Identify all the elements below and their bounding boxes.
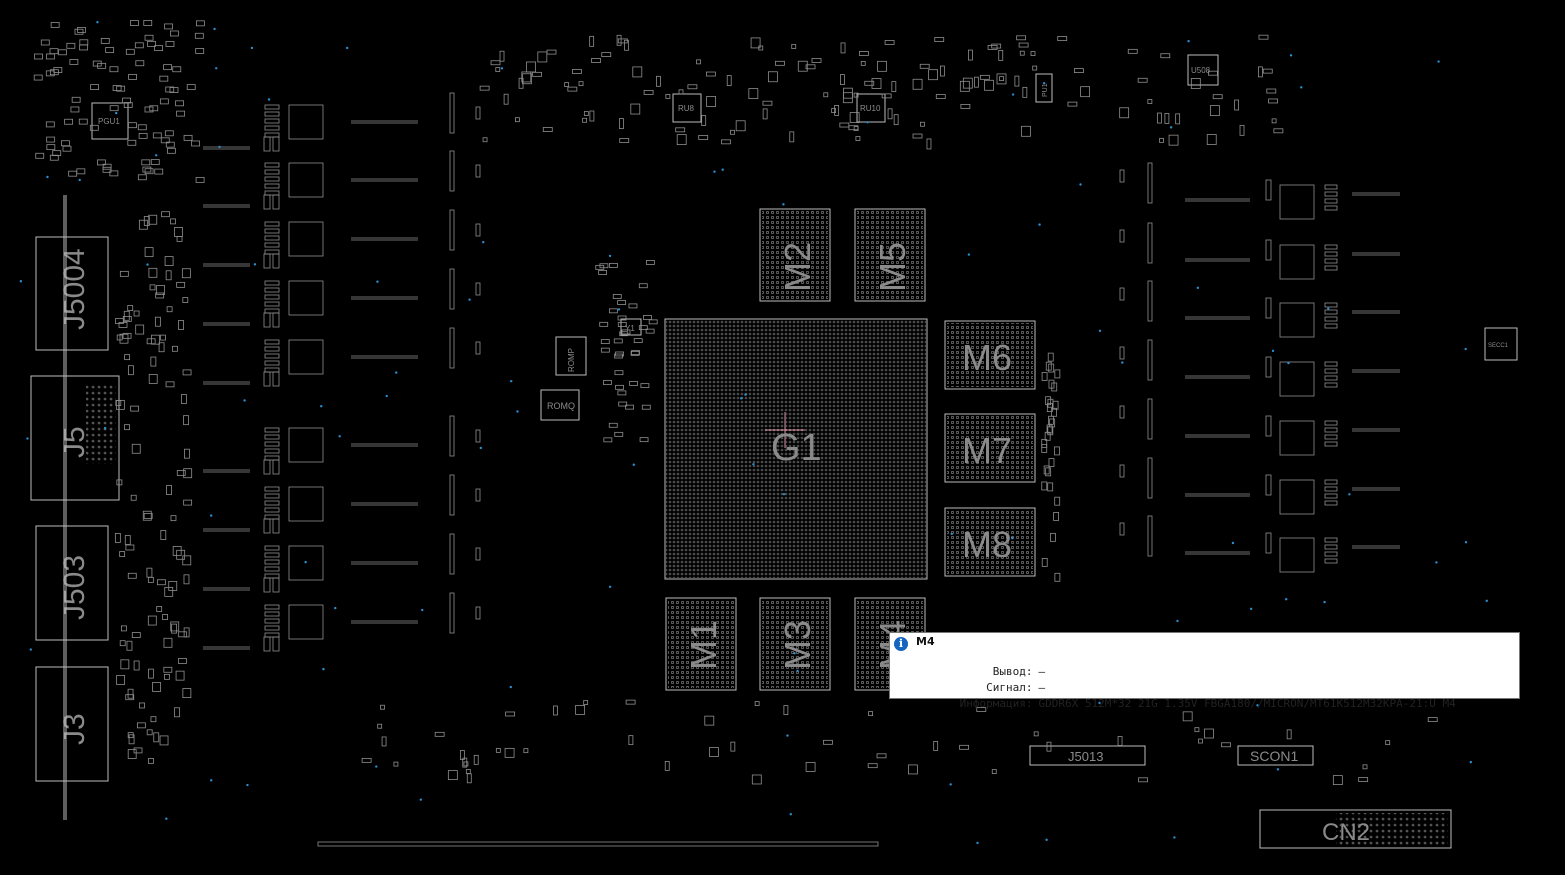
tooltip-value: — xyxy=(1038,665,1046,678)
part-u508[interactable]: U508 xyxy=(1187,54,1219,86)
tooltip-row-info: Информация: GDDR6X 512M*32 21G 1.35V FBGA… xyxy=(890,684,1510,723)
connector-label-j5004: J5004 xyxy=(58,248,91,330)
tooltip-key: Сигнал: xyxy=(986,681,1033,694)
memory-label-m2: M2 xyxy=(777,242,818,292)
connector-j3[interactable]: J3 xyxy=(35,666,109,782)
part-romp[interactable]: ROMP xyxy=(555,336,587,376)
memory-m6[interactable]: M6 xyxy=(944,320,1036,390)
memory-m7[interactable]: M7 xyxy=(944,413,1036,483)
part-label-romq: ROMQ xyxy=(547,401,575,411)
info-icon: i xyxy=(894,637,908,651)
memory-m3[interactable]: M3 xyxy=(759,597,831,691)
part-pu1[interactable]: PU1 xyxy=(1035,73,1053,103)
component-info-tooltip: i M4 Вывод: — Сигнал: — Информация: GDDR6X … xyxy=(889,632,1520,710)
gpu-label: G1 xyxy=(771,427,822,469)
memory-label-m1: M1 xyxy=(683,620,724,670)
part-label-romp: ROMP xyxy=(567,348,576,372)
part-label-y1: Y1 xyxy=(625,324,635,333)
connector-j5[interactable]: J5 xyxy=(30,375,120,501)
connector-label-j3: J3 xyxy=(58,713,91,745)
memory-label-m7: M7 xyxy=(962,430,1012,471)
tooltip-value: GDDR6X 512M*32 21G 1.35V FBGA180//MICRON… xyxy=(1038,697,1456,710)
connector-label-scon1: SCON1 xyxy=(1250,748,1298,764)
connector-j503[interactable]: J503 xyxy=(35,525,109,641)
memory-m2[interactable]: M2 xyxy=(759,208,831,302)
memory-label-m6: M6 xyxy=(962,337,1012,378)
tooltip-row-signal: Сигнал: — xyxy=(890,668,1510,707)
gpu-g1[interactable]: G1 xyxy=(664,318,928,580)
memory-label-m8: M8 xyxy=(962,524,1012,565)
part-pgu1[interactable]: PGU1 xyxy=(91,102,129,140)
connector-j5013[interactable]: J5013 xyxy=(1029,745,1146,766)
part-label-ru10: RU10 xyxy=(860,104,881,113)
tooltip-key: Информация: xyxy=(959,697,1033,710)
part-label-ru8: RU8 xyxy=(678,104,695,113)
memory-label-m5: M5 xyxy=(872,242,913,292)
connector-label-j503: J503 xyxy=(58,555,91,620)
connector-scon1[interactable]: SCON1 xyxy=(1237,745,1314,766)
part-secc1[interactable]: SECC1 xyxy=(1484,327,1518,361)
tooltip-value: — xyxy=(1038,681,1046,694)
memory-m8[interactable]: M8 xyxy=(944,507,1036,577)
part-label-pgu1: PGU1 xyxy=(98,117,120,126)
part-y1[interactable]: Y1 xyxy=(620,318,642,336)
connector-j5004[interactable]: J5004 xyxy=(35,236,109,351)
connector-label-j5013: J5013 xyxy=(1068,749,1103,764)
tooltip-title: M4 xyxy=(916,635,935,648)
part-romq[interactable]: ROMQ xyxy=(540,389,580,421)
pcb-detail-layer xyxy=(19,20,1488,845)
part-ru8[interactable]: RU8 xyxy=(672,93,702,123)
part-label-u508: U508 xyxy=(1191,66,1211,75)
part-ru10[interactable]: RU10 xyxy=(856,93,886,123)
memory-m1[interactable]: M1 xyxy=(665,597,737,691)
connector-cn2[interactable]: CN2 xyxy=(1259,809,1452,849)
tooltip-row-pin: Вывод: — xyxy=(890,652,1510,691)
memory-m5[interactable]: M5 xyxy=(854,208,926,302)
pcie-edge-connector xyxy=(317,841,879,847)
connector-label-cn2: CN2 xyxy=(1322,819,1370,846)
part-label-pu1: PU1 xyxy=(1042,83,1049,97)
connector-label-j5: J5 xyxy=(58,426,91,458)
memory-label-m3: M3 xyxy=(777,620,818,670)
tooltip-key: Вывод: xyxy=(992,665,1033,678)
part-label-secc1: SECC1 xyxy=(1488,343,1509,349)
